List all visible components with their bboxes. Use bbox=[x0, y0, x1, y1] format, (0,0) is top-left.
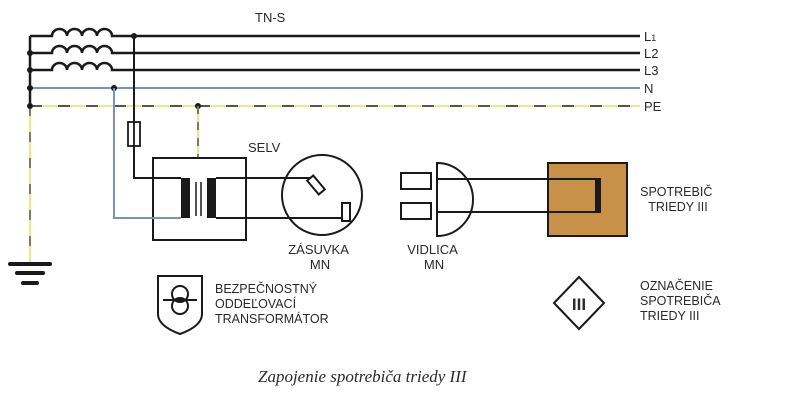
label-PE: PE bbox=[644, 99, 662, 114]
plug-label-line2: MN bbox=[424, 257, 444, 272]
conductor-L1 bbox=[30, 27, 640, 38]
socket-label-line2: MN bbox=[310, 257, 330, 272]
conductor-L2 bbox=[30, 44, 640, 55]
transformer-legend-line2: ODDEĽOVACÍ bbox=[215, 296, 297, 311]
figure-caption: Zapojenie spotrebiča triedy III bbox=[258, 367, 468, 386]
safety-transformer-icon bbox=[157, 275, 203, 336]
conductor-labels: L1 L2 L3 N PE bbox=[644, 29, 662, 114]
system-label: TN-S bbox=[255, 10, 286, 25]
transformer-legend-line1: BEZPEČNOSTNÝ bbox=[215, 281, 318, 296]
fuse-icon bbox=[127, 121, 141, 147]
plug-icon bbox=[400, 161, 474, 238]
class3-symbol-icon: III bbox=[552, 275, 606, 331]
class3-legend-line3: TRIEDY III bbox=[640, 309, 700, 323]
conductor-L3 bbox=[30, 61, 640, 72]
socket-label: ZÁSUVKA MN bbox=[288, 242, 352, 272]
class3-legend: OZNAČENIE SPOTREBIČA TRIEDY III bbox=[640, 278, 723, 323]
appliance-label-line2: TRIEDY III bbox=[648, 200, 708, 214]
label-L3: L3 bbox=[644, 63, 658, 78]
transformer-legend-line3: TRANSFORMÁTOR bbox=[215, 311, 329, 326]
ground-icon bbox=[8, 262, 52, 285]
appliance-icon bbox=[547, 162, 628, 237]
label-L2: L2 bbox=[644, 46, 658, 61]
class3-legend-line2: SPOTREBIČA bbox=[640, 293, 721, 308]
socket-label-line1: ZÁSUVKA bbox=[288, 242, 349, 257]
label-L1: L1 bbox=[644, 29, 656, 44]
appliance-label: SPOTREBIČ TRIEDY III bbox=[640, 184, 716, 214]
source-coils bbox=[30, 27, 640, 72]
selv-transformer bbox=[114, 157, 247, 241]
appliance-label-line1: SPOTREBIČ bbox=[640, 184, 712, 199]
transformer-legend: BEZPEČNOSTNÝ ODDEĽOVACÍ TRANSFORMÁTOR bbox=[215, 281, 329, 326]
junction-dots bbox=[27, 33, 201, 109]
plug-label: VIDLICA MN bbox=[407, 242, 460, 272]
plug-label-line1: VIDLICA bbox=[407, 242, 458, 257]
label-N: N bbox=[644, 81, 653, 96]
socket-icon bbox=[281, 154, 363, 236]
selv-label: SELV bbox=[248, 140, 281, 155]
class3-legend-line1: OZNAČENIE bbox=[640, 278, 713, 293]
selv-output-wires bbox=[246, 177, 349, 219]
class3-symbol-text: III bbox=[572, 295, 586, 314]
